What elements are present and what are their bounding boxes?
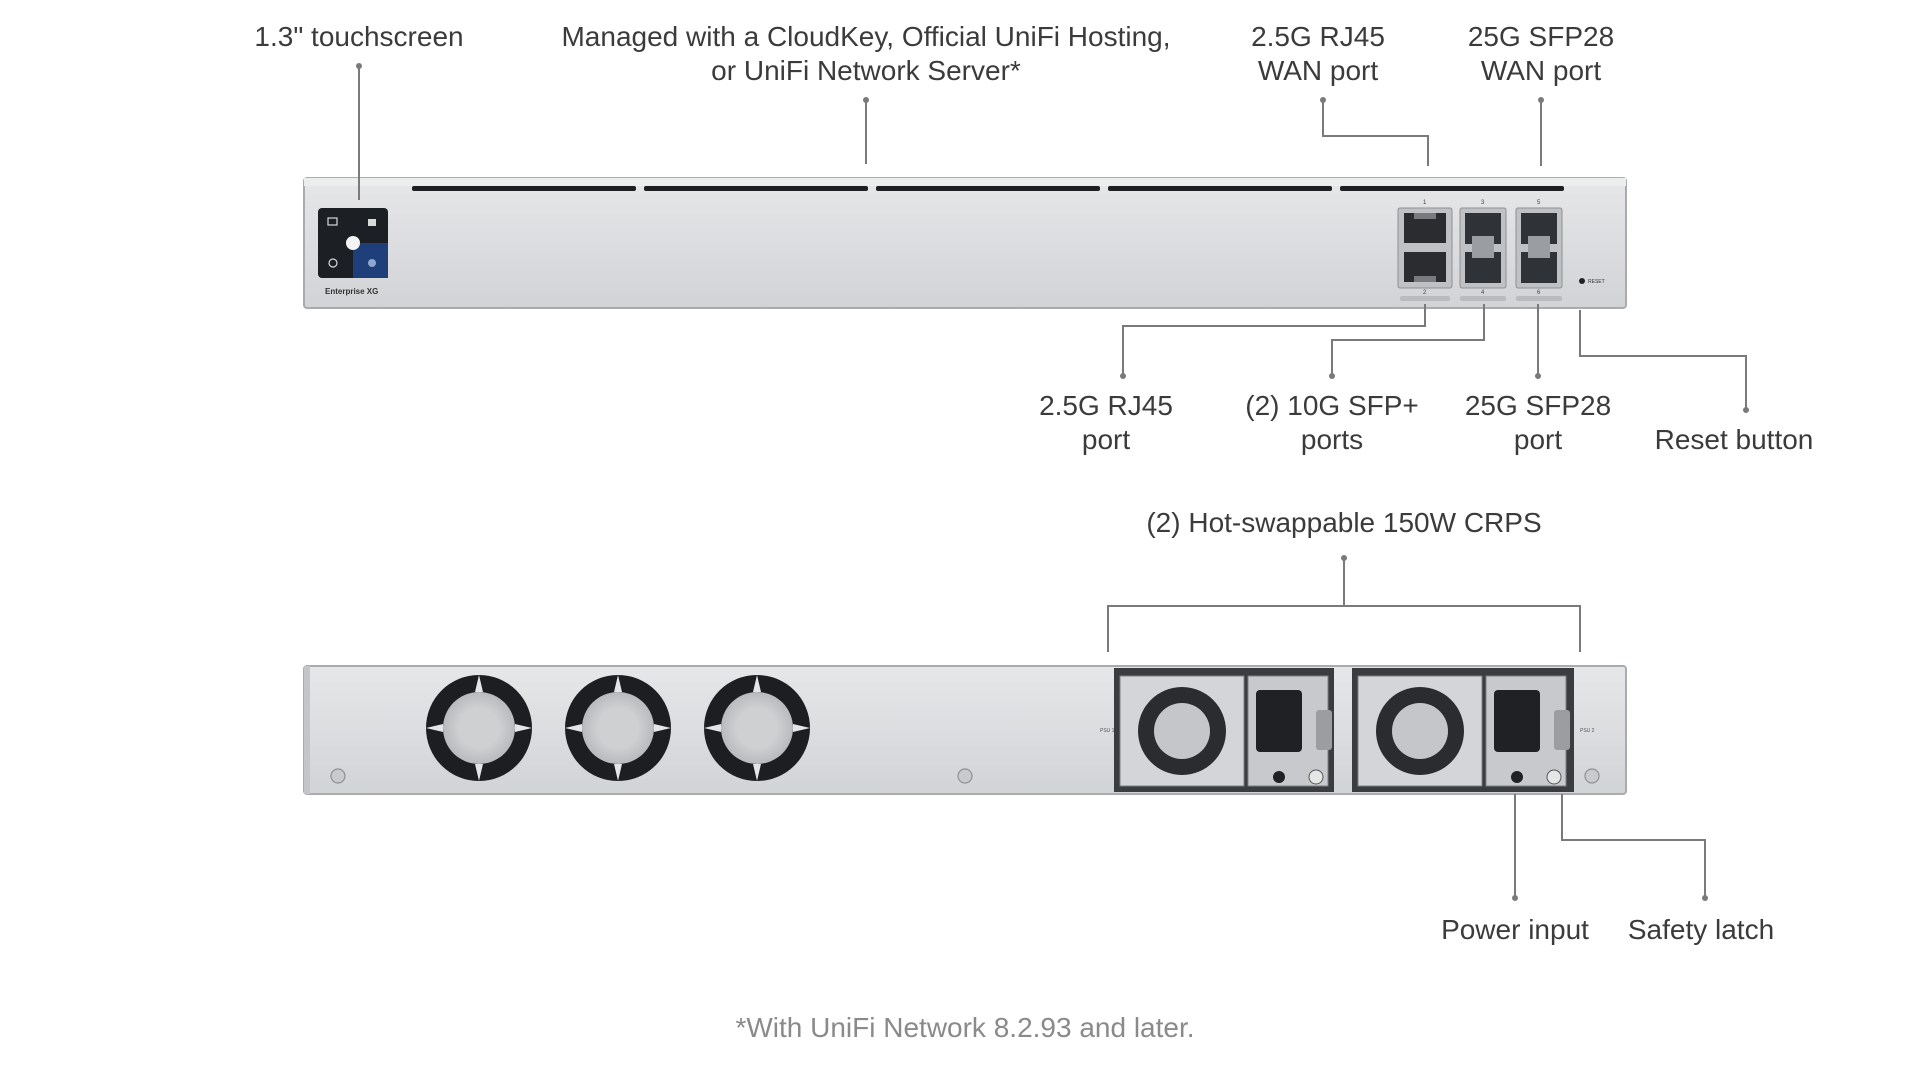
rj45-port-label: 2.5G RJ45 port xyxy=(1039,390,1173,455)
psu1-mark: PSU 1 xyxy=(1100,728,1115,734)
screw-middle xyxy=(957,768,973,784)
psu-2-module xyxy=(1352,668,1574,792)
reset-button-label: Reset button xyxy=(1654,424,1814,455)
port-number-5: 5 xyxy=(1537,200,1541,206)
psu-label: (2) Hot-swappable 150W CRPS xyxy=(1146,507,1542,538)
safety-latch-label: Safety latch xyxy=(1627,914,1775,945)
sfpplus-ports-label: (2) 10G SFP+ ports xyxy=(1245,390,1419,455)
sfpplus-ports xyxy=(1459,207,1507,289)
front-panel xyxy=(303,177,1627,309)
management-label: Managed with a CloudKey, Official UniFi … xyxy=(561,21,1171,86)
port-number-2: 2 xyxy=(1423,290,1427,296)
port-number-1: 1 xyxy=(1423,200,1427,206)
sfp28-port-label: 25G SFP28 port xyxy=(1464,390,1612,455)
rear-panel xyxy=(303,665,1627,795)
device-printed-text: Enterprise XG RESET PSU 1 PSU 2 1 2 3 4 … xyxy=(325,200,1605,734)
power-input-label: Power input xyxy=(1441,914,1589,945)
leader-dots xyxy=(356,63,1749,901)
fan-1 xyxy=(426,675,532,781)
footnote: *With UniFi Network 8.2.93 and later. xyxy=(735,1012,1195,1043)
rj45-ports xyxy=(1397,207,1453,289)
vent-slots xyxy=(412,186,1564,191)
port-number-6: 6 xyxy=(1537,290,1541,296)
wan-rj45-label: 2.5G RJ45 WAN port xyxy=(1251,21,1385,86)
leader-lines xyxy=(358,66,1747,898)
wan-sfp28-label: 25G SFP28 WAN port xyxy=(1467,21,1615,86)
psu-1-module xyxy=(1114,668,1334,792)
port-number-3: 3 xyxy=(1481,200,1485,206)
reset-mark: RESET xyxy=(1588,279,1605,285)
fan-3 xyxy=(704,675,810,781)
model-label: Enterprise XG xyxy=(325,287,378,296)
port-number-4: 4 xyxy=(1481,290,1485,296)
reset-pinhole xyxy=(1579,278,1585,284)
screw-left xyxy=(330,768,346,784)
sfp28-ports xyxy=(1515,207,1563,289)
touchscreen-label: 1.3" touchscreen xyxy=(254,21,464,52)
fan-2 xyxy=(565,675,671,781)
psu2-mark: PSU 2 xyxy=(1580,728,1595,734)
screw-right xyxy=(1584,768,1600,784)
touchscreen-display xyxy=(318,208,388,278)
